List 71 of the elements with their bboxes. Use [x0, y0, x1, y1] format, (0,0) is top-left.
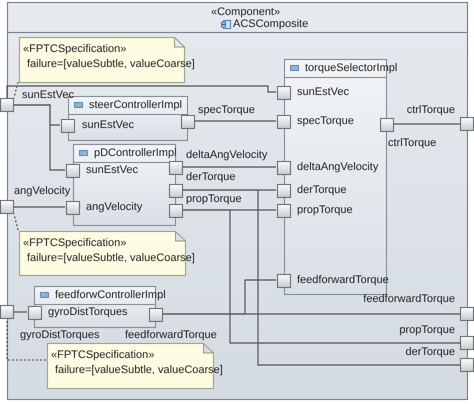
- port-square: [0, 305, 14, 319]
- port-square: [277, 115, 291, 129]
- port-label: derTorque: [405, 346, 455, 358]
- port-square: [181, 115, 195, 129]
- port-square: [61, 119, 75, 133]
- port-square: [0, 98, 14, 112]
- port-square: [460, 336, 474, 350]
- connector-line: [182, 166, 276, 168]
- port-label: ctrlTorque: [406, 104, 455, 116]
- port-square: [460, 358, 474, 372]
- connector-line: [182, 189, 460, 366]
- port-label: angVelocity: [14, 185, 70, 197]
- stereotype-label: «FPTCSpecification»: [51, 349, 154, 361]
- port-square: [277, 161, 291, 175]
- port-label: deltaAngVelocity: [297, 161, 378, 173]
- connector-line: [14, 104, 65, 171]
- part-title: steerControllerImpl: [89, 99, 182, 112]
- stereotype-label: «FPTCSpecification»: [23, 237, 126, 249]
- note-text: failure=[valueSubtle, valueCoarse]: [55, 364, 223, 376]
- connector-line: [194, 120, 276, 122]
- port-label: angVelocity: [86, 201, 142, 213]
- component-name: ACSComposite: [233, 18, 308, 30]
- port-label: propTorque: [297, 204, 353, 216]
- port-square: [169, 161, 183, 175]
- port-label: sunEstVec: [22, 89, 74, 101]
- port-square: [149, 308, 163, 322]
- connector-line: [393, 123, 460, 125]
- port-square: [169, 204, 183, 218]
- port-square: [277, 86, 291, 100]
- port-square: [169, 184, 183, 198]
- port-square: [277, 184, 291, 198]
- port-label: gyroDistTorques: [20, 329, 100, 341]
- part-title: feedforwControllerImpl: [55, 289, 166, 302]
- port-label: feedforwardTorque: [363, 293, 455, 305]
- leader-line: [6, 319, 46, 361]
- port-label: specTorque: [198, 104, 255, 116]
- port-label: specTorque: [297, 115, 354, 127]
- leader-line: [13, 82, 19, 98]
- port-label: sunEstVec: [86, 164, 138, 176]
- port-square: [0, 200, 14, 214]
- connector-line: [162, 313, 460, 315]
- connector-line: [14, 311, 27, 313]
- port-label: derTorque: [186, 171, 236, 183]
- connector-line: [6, 85, 276, 98]
- connector-line: [182, 209, 460, 344]
- port-square: [66, 164, 80, 178]
- component-frame: [7, 2, 468, 400]
- port-square: [277, 274, 291, 288]
- port-square: [460, 307, 474, 321]
- note-text: failure=[valueSubtle, valueCoarse]: [27, 252, 195, 264]
- port-square: [66, 201, 80, 215]
- leader-line: [13, 214, 19, 230]
- port-label: propTorque: [186, 193, 242, 205]
- port-label: feedforwardTorque: [297, 274, 389, 286]
- port-square: [460, 117, 474, 131]
- port-label: feedforwardTorque: [125, 329, 217, 341]
- port-label: ctrlTorque: [388, 137, 436, 149]
- port-label: derTorque: [297, 184, 347, 196]
- note-text: failure=[valueSubtle, valueCoarse]: [27, 58, 195, 70]
- port-square: [28, 306, 42, 320]
- stereotype-label: «Component»: [211, 6, 280, 18]
- port-label: gyroDistTorques: [48, 306, 128, 318]
- port-label: sunEstVec: [297, 86, 349, 98]
- stereotype-label: «FPTCSpecification»: [23, 43, 126, 55]
- port-square: [277, 204, 291, 218]
- port-square: [380, 118, 394, 132]
- part-box: [73, 144, 176, 226]
- port-label: propTorque: [399, 324, 455, 336]
- port-label: sunEstVec: [82, 119, 134, 131]
- port-label: deltaAngVelocity: [186, 149, 268, 161]
- connector-line: [14, 206, 65, 208]
